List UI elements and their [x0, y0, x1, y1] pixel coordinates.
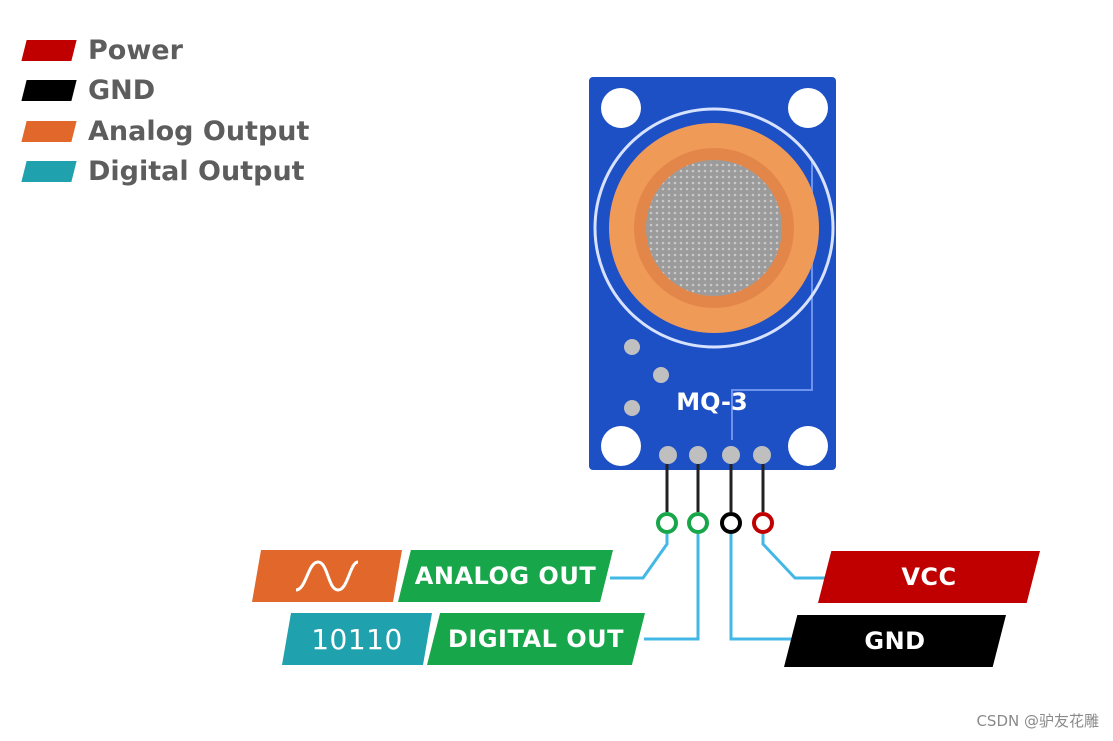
analog-out-label: ANALOG OUT — [398, 550, 613, 602]
digital-code-tag: 10110 — [282, 613, 432, 665]
legend-item-power: Power — [21, 30, 309, 71]
mounting-hole — [788, 88, 828, 128]
legend-item-digital: Digital Output — [21, 152, 309, 193]
smd-component — [624, 339, 640, 355]
wire-gnd — [729, 534, 795, 641]
pin-pad — [659, 446, 677, 464]
wire-analog — [610, 534, 669, 580]
legend-label: Analog Output — [88, 115, 310, 147]
mounting-hole — [601, 88, 641, 128]
pin-ring-gnd — [720, 512, 742, 534]
legend-label: Digital Output — [88, 156, 305, 188]
legend-label: Power — [88, 34, 183, 66]
module-name: MQ-3 — [676, 388, 747, 416]
digital-out-label: DIGITAL OUT — [427, 613, 645, 665]
pin-ring-vcc — [752, 512, 774, 534]
gnd-text: GND — [864, 627, 926, 655]
legend: Power GND Analog Output Digital Output — [21, 30, 310, 193]
mounting-hole — [601, 426, 641, 466]
smd-component — [624, 400, 640, 416]
digital-out-text: DIGITAL OUT — [448, 625, 624, 653]
sine-wave-icon — [295, 560, 359, 592]
mounting-hole — [788, 426, 828, 466]
pin-pad — [722, 446, 740, 464]
analog-out-text: ANALOG OUT — [414, 562, 597, 590]
pin-pad — [753, 446, 771, 464]
analog-symbol-tag — [252, 550, 402, 602]
wire-vcc — [761, 534, 826, 580]
credit-watermark: CSDN @驴友花雕 — [976, 712, 1099, 730]
pcb-trace — [731, 160, 813, 440]
legend-item-gnd: GND — [21, 71, 309, 112]
pin-pad — [689, 446, 707, 464]
wire-digital — [644, 534, 700, 641]
sensor-ring — [593, 107, 835, 349]
smd-component — [653, 367, 669, 383]
vcc-label: VCC — [818, 551, 1040, 603]
legend-item-analog: Analog Output — [21, 111, 310, 152]
digital-code-text: 10110 — [311, 622, 403, 656]
sensor-mesh — [646, 160, 782, 296]
legend-label: GND — [88, 75, 156, 107]
gnd-label: GND — [784, 615, 1006, 667]
pin-ring-analog — [656, 512, 678, 534]
vcc-text: VCC — [901, 563, 957, 591]
pin-ring-digital — [687, 512, 709, 534]
